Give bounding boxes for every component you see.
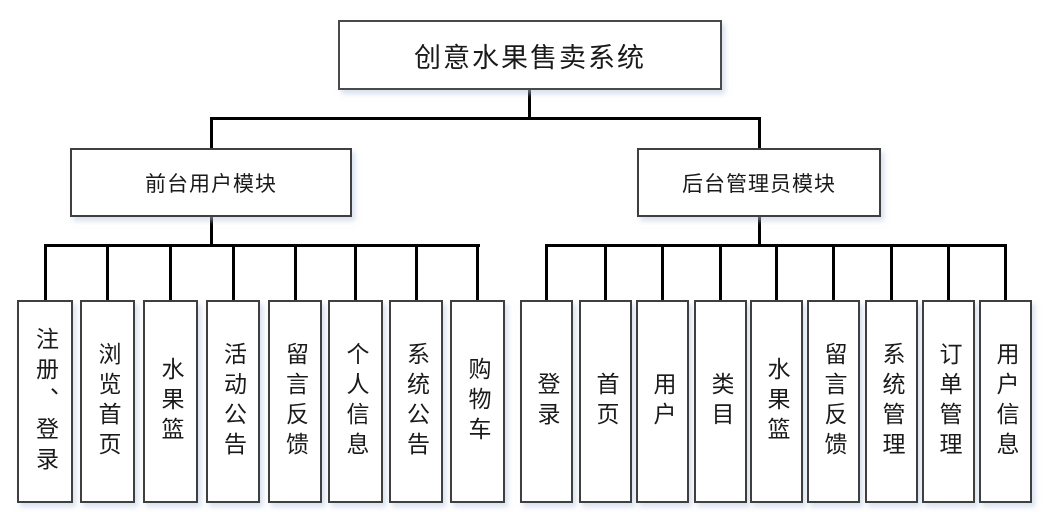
leaf-node: 系统公告 [389,300,443,503]
leaf-node: 个人信息 [328,300,383,503]
connector-drop [719,244,722,302]
leaf-node-label: 浏览首页 [95,341,120,462]
leaf-node: 购物车 [450,300,505,503]
connector-drop [832,244,835,302]
module-node-backend: 后台管理员模块 [637,148,881,217]
connector-left-module-stem [210,215,213,246]
leaf-node-label: 注册、登录 [32,326,58,477]
connector-drop [545,244,548,302]
root-node: 创意水果售卖系统 [338,20,722,90]
module-node-label: 前台用户模块 [145,172,277,196]
module-node-label: 后台管理员模块 [682,172,836,196]
leaf-node-label: 订单管理 [936,341,961,462]
leaf-node: 浏览首页 [80,300,135,503]
connector-drop [890,244,893,302]
leaf-node-label: 用户 [650,371,675,432]
connector-drop [106,244,109,302]
connector-drop [1004,244,1007,302]
leaf-node: 订单管理 [922,300,975,503]
leaf-node: 水果篮 [143,300,198,503]
connector-drop [476,244,479,302]
connector-drop-left-module [210,117,213,150]
root-node-label: 创意水果售卖系统 [414,42,646,73]
module-node-frontend: 前台用户模块 [70,148,352,217]
connector-drop [661,244,664,302]
leaf-node: 用户 [636,300,689,503]
leaf-node-label: 留言反馈 [282,341,308,462]
connector-drop [294,244,297,302]
connector-drop [947,244,950,302]
leaf-node-label: 系统公告 [403,341,429,462]
leaf-node-label: 个人信息 [343,341,368,462]
connector-right-module-stem [758,215,761,246]
connector-left-bus [44,244,480,247]
leaf-node-label: 留言反馈 [821,341,846,462]
leaf-node-label: 登录 [534,371,559,432]
leaf-node: 留言反馈 [268,300,322,503]
leaf-node: 注册、登录 [17,300,73,503]
leaf-node: 活动公告 [206,300,260,503]
connector-root-bus [210,117,761,120]
leaf-node-label: 类目 [708,371,733,432]
leaf-node: 留言反馈 [807,300,860,503]
connector-drop [232,244,235,302]
leaf-node: 水果篮 [750,300,803,503]
leaf-node-label: 首页 [593,371,618,432]
leaf-node: 首页 [579,300,632,503]
leaf-node: 类目 [694,300,747,503]
connector-root-stem [528,88,531,119]
connector-drop [415,244,418,302]
leaf-node-label: 水果篮 [158,356,183,447]
leaf-node: 用户信息 [979,300,1032,503]
leaf-node-label: 水果篮 [764,356,789,447]
connector-drop [44,244,47,302]
leaf-node: 系统管理 [865,300,918,503]
connector-drop-right-module [758,117,761,150]
leaf-node-label: 系统管理 [879,341,904,462]
connector-drop [775,244,778,302]
connector-drop [604,244,607,302]
leaf-node-label: 活动公告 [220,341,246,462]
connector-drop [169,244,172,302]
leaf-node-label: 用户信息 [993,341,1018,462]
connector-drop [354,244,357,302]
leaf-node-label: 购物车 [465,356,490,447]
leaf-node: 登录 [520,300,573,503]
